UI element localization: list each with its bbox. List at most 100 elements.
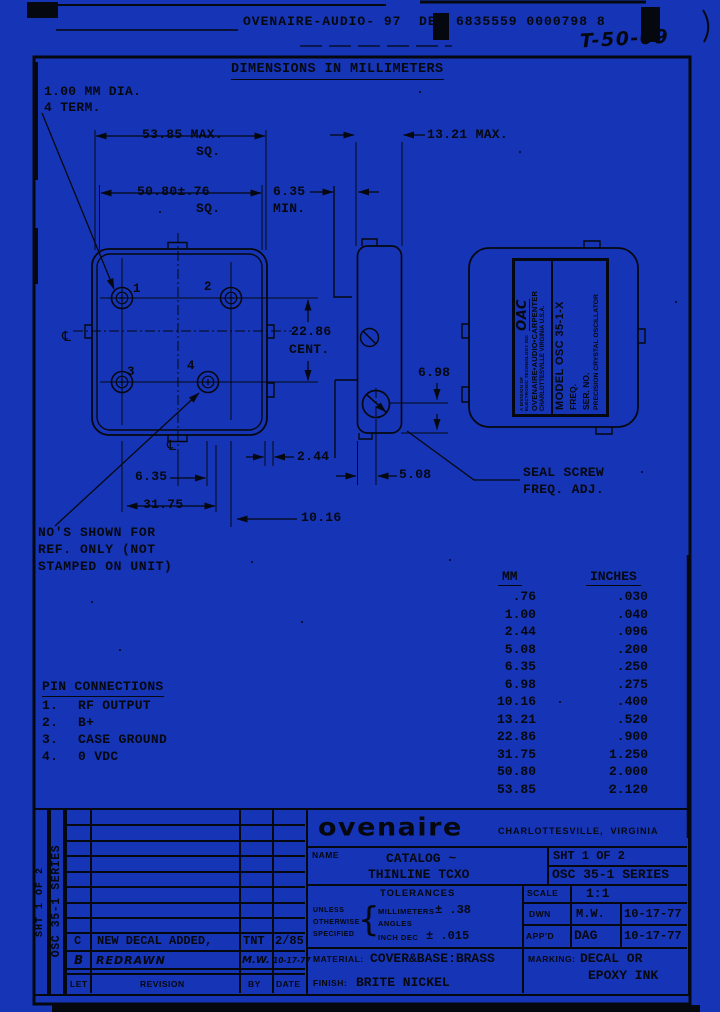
tb-scale-label: SCALE bbox=[527, 888, 559, 898]
tb-material-label: MATERIAL: bbox=[313, 954, 364, 964]
tb-finish-value: BRITE NICKEL bbox=[356, 975, 450, 990]
dim-50-80: 50.80±.76 bbox=[137, 184, 210, 199]
tb-rule bbox=[308, 884, 687, 886]
rev-rule bbox=[67, 973, 305, 975]
conv-mm: 53.85 bbox=[496, 781, 536, 797]
decal-freq: FREQ. bbox=[568, 384, 579, 410]
conv-mm: 6.98 bbox=[504, 676, 536, 692]
dim-6-98: 6.98 bbox=[418, 365, 451, 380]
tb-rule bbox=[308, 947, 687, 949]
dim-13-21-max: 13.21 MAX. bbox=[427, 127, 509, 142]
conv-mm: .76 bbox=[512, 589, 536, 604]
tb-rule bbox=[522, 902, 687, 904]
conv-mm: 6.35 bbox=[504, 659, 536, 674]
tb-appd-label: APP'D bbox=[526, 931, 555, 941]
pin-4-label: 0 VDC bbox=[78, 749, 119, 764]
conv-in: .040 bbox=[616, 606, 648, 622]
conv-mm: 13.21 bbox=[496, 711, 536, 727]
pin-2-num: 2. bbox=[42, 715, 59, 730]
decal-serial: SER. NO. bbox=[580, 372, 591, 410]
conv-mm: 1.00 bbox=[504, 606, 536, 622]
tb-tol-inch-label: INCH DEC bbox=[378, 933, 419, 942]
decal-division-text: A DIVISION OF ELECTRONIC TECHNOLOGY INC bbox=[519, 335, 530, 411]
rev-rule bbox=[67, 840, 305, 842]
title-block: ovenaire CHARLOTTESVILLE, VIRGINIA NAME … bbox=[306, 808, 690, 996]
conv-in: .520 bbox=[616, 711, 648, 727]
decal-kind: PRECISION CRYSTAL OSCILLATOR bbox=[592, 294, 600, 410]
rev-rule bbox=[67, 932, 305, 934]
scan-artifact-lines bbox=[56, 0, 710, 47]
conv-in: .275 bbox=[616, 676, 648, 692]
tb-scale-value: 1:1 bbox=[586, 886, 610, 901]
scan-artifact-blocks bbox=[27, 2, 700, 1012]
pin-4-num: 4. bbox=[42, 749, 59, 764]
tb-tol-mm-value: ± .38 bbox=[435, 903, 472, 917]
conv-in: 2.120 bbox=[608, 781, 648, 797]
seal-screw bbox=[361, 389, 391, 419]
dim-5-08: 5.08 bbox=[399, 467, 432, 482]
strip-series-text: OSC 35-1 SERIES bbox=[50, 844, 63, 958]
rev-rule bbox=[67, 824, 305, 826]
decal-logo-row: A DIVISION OF ELECTRONIC TECHNOLOGY INC … bbox=[515, 264, 530, 411]
decal-company-section: A DIVISION OF ELECTRONIC TECHNOLOGY INC … bbox=[515, 261, 553, 414]
conv-mm: 5.08 bbox=[504, 641, 536, 657]
rev-rule bbox=[67, 902, 305, 904]
tb-series: OSC 35-1 SERIES bbox=[552, 867, 670, 882]
decal-model: MODEL OSC 35-1-X bbox=[554, 301, 566, 410]
tb-unless: UNLESS bbox=[313, 907, 345, 914]
conv-in: 2.000 bbox=[608, 764, 648, 779]
pin-3-label: CASE GROUND bbox=[78, 732, 168, 747]
dim-53-85-sq: SQ. bbox=[196, 144, 221, 159]
tb-divider bbox=[570, 884, 572, 947]
pin-connections-heading: PIN CONNECTIONS bbox=[42, 679, 164, 697]
rev-header-revision: REVISION bbox=[140, 979, 185, 989]
extension-lines bbox=[94, 130, 448, 527]
rev-rule bbox=[67, 886, 305, 888]
pin-note-line2: 4 TERM. bbox=[44, 100, 101, 115]
tb-tolerances-label: TOLERANCES bbox=[380, 888, 456, 899]
terminal-number-2: 2 bbox=[204, 280, 212, 294]
rev-c-let: C bbox=[74, 934, 82, 948]
terminal-number-4: 4 bbox=[187, 359, 195, 373]
conv-in: .030 bbox=[616, 589, 648, 604]
rev-b-desc: REDRAWN bbox=[96, 954, 166, 967]
conv-in: .250 bbox=[616, 659, 648, 674]
microfilm-number: 6835559 0000798 8 bbox=[456, 14, 606, 29]
tb-appd-date: 10-17-77 bbox=[624, 929, 682, 943]
tb-tol-mm-label: MILLIMETERS bbox=[378, 907, 435, 916]
tb-marking-line2: EPOXY INK bbox=[588, 968, 659, 983]
rev-col-divider-date bbox=[272, 810, 274, 993]
rev-b-date: 10-17-77 bbox=[273, 956, 311, 965]
conversion-mm-column: .76 1.00 2.44 5.08 6.35 6.98 10.16 13.21… bbox=[464, 588, 536, 798]
decal-company-address: CHARLOTTESVILLE VIRGINIA U.S.A. bbox=[540, 305, 547, 411]
dim-6-35: 6.35 bbox=[135, 469, 168, 484]
tb-dwn-label: DWN bbox=[529, 909, 551, 919]
rev-rule bbox=[67, 950, 305, 952]
tb-rule bbox=[547, 865, 687, 867]
decal-label-plate: A DIVISION OF ELECTRONIC TECHNOLOGY INC … bbox=[512, 258, 609, 417]
dim-53-85: 53.85 MAX. bbox=[142, 127, 224, 142]
rev-b-let: B bbox=[74, 953, 84, 967]
tb-otherwise: OTHERWISE bbox=[313, 919, 360, 926]
rev-rule bbox=[67, 871, 305, 873]
rev-b-by: M.W. bbox=[242, 955, 270, 966]
dim-6-35-min-label: MIN. bbox=[273, 201, 306, 216]
conv-in: .096 bbox=[616, 624, 648, 639]
conv-mm: 10.16 bbox=[496, 694, 536, 709]
ovenaire-logo: ovenaire bbox=[318, 813, 463, 842]
rev-c-desc: NEW DECAL ADDED, bbox=[97, 934, 213, 948]
tb-divider bbox=[620, 902, 622, 947]
tb-tol-angles: ANGLES bbox=[378, 919, 413, 928]
ref-note-line1: NO'S SHOWN FOR bbox=[38, 525, 156, 540]
tb-specified: SPECIFIED bbox=[313, 931, 355, 938]
tb-tol-inch-value: ± .015 bbox=[426, 929, 470, 943]
strip-series-cell bbox=[49, 808, 65, 996]
tb-city: CHARLOTTESVILLE, VIRGINIA bbox=[498, 826, 659, 836]
conv-mm: 2.44 bbox=[504, 624, 536, 639]
tb-marking-label: MARKING: bbox=[528, 954, 576, 964]
rev-c-date: 2/85 bbox=[275, 934, 304, 948]
rev-rule bbox=[67, 917, 305, 919]
tb-material-value: COVER&BASE:BRASS bbox=[370, 951, 495, 966]
conv-in: 1.250 bbox=[608, 746, 648, 762]
conversion-inches-header: INCHES bbox=[586, 570, 641, 586]
